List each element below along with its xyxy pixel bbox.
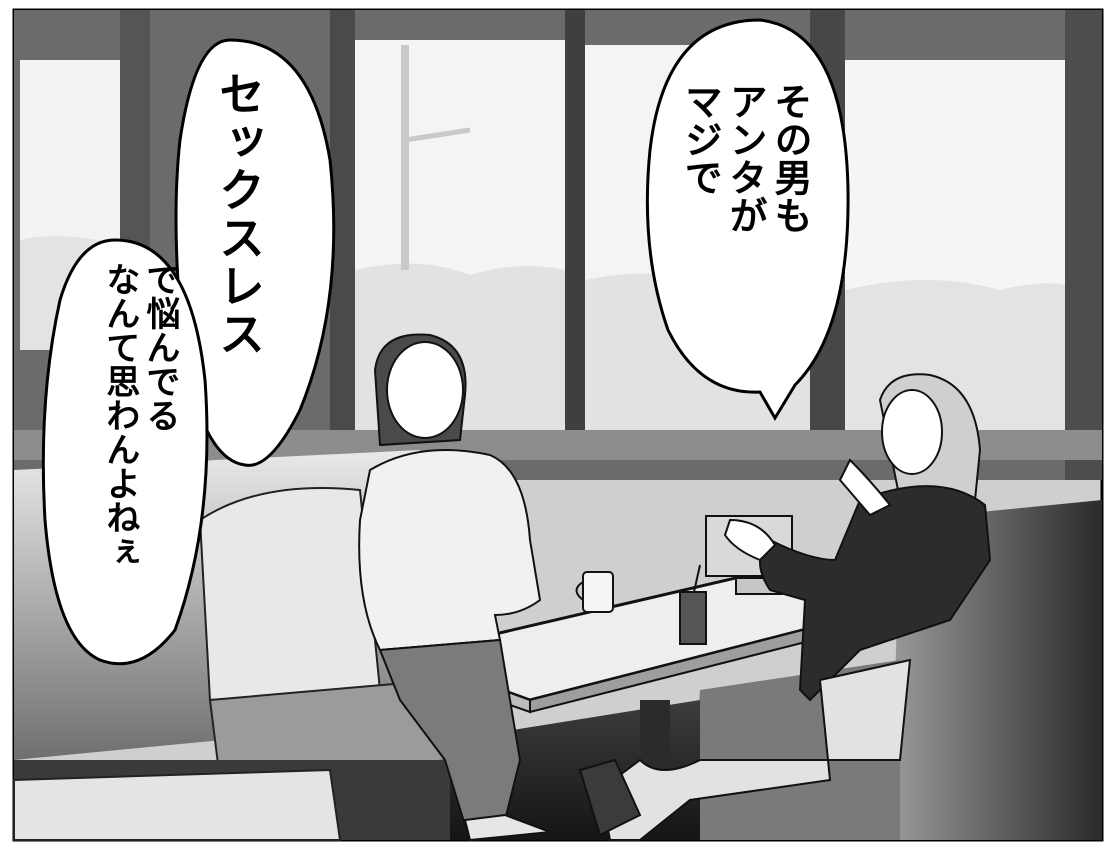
speech-text-right: その男も アンタが マジで [672, 82, 812, 382]
woman-left [358, 333, 551, 842]
speech-left-line-1: で悩んでる [140, 262, 180, 432]
speech-left-line-2: なんて思わんよねぇ [99, 262, 140, 568]
speech-right-line-1: その男も [768, 82, 812, 234]
speech-right-line-2: アンタが [723, 82, 768, 234]
speech-text-left: で悩んでる なんて思わんよねぇ [80, 262, 180, 622]
speech-text-large: セックスレス [212, 70, 266, 358]
speech-bubble-left [41, 238, 209, 666]
speech-bubble-large [174, 38, 336, 467]
speech-right-line-3: マジで [678, 82, 723, 196]
woman-right [578, 373, 992, 841]
mug-icon [582, 571, 614, 613]
glass-icon [679, 591, 707, 645]
speech-bubble-right [645, 18, 850, 421]
